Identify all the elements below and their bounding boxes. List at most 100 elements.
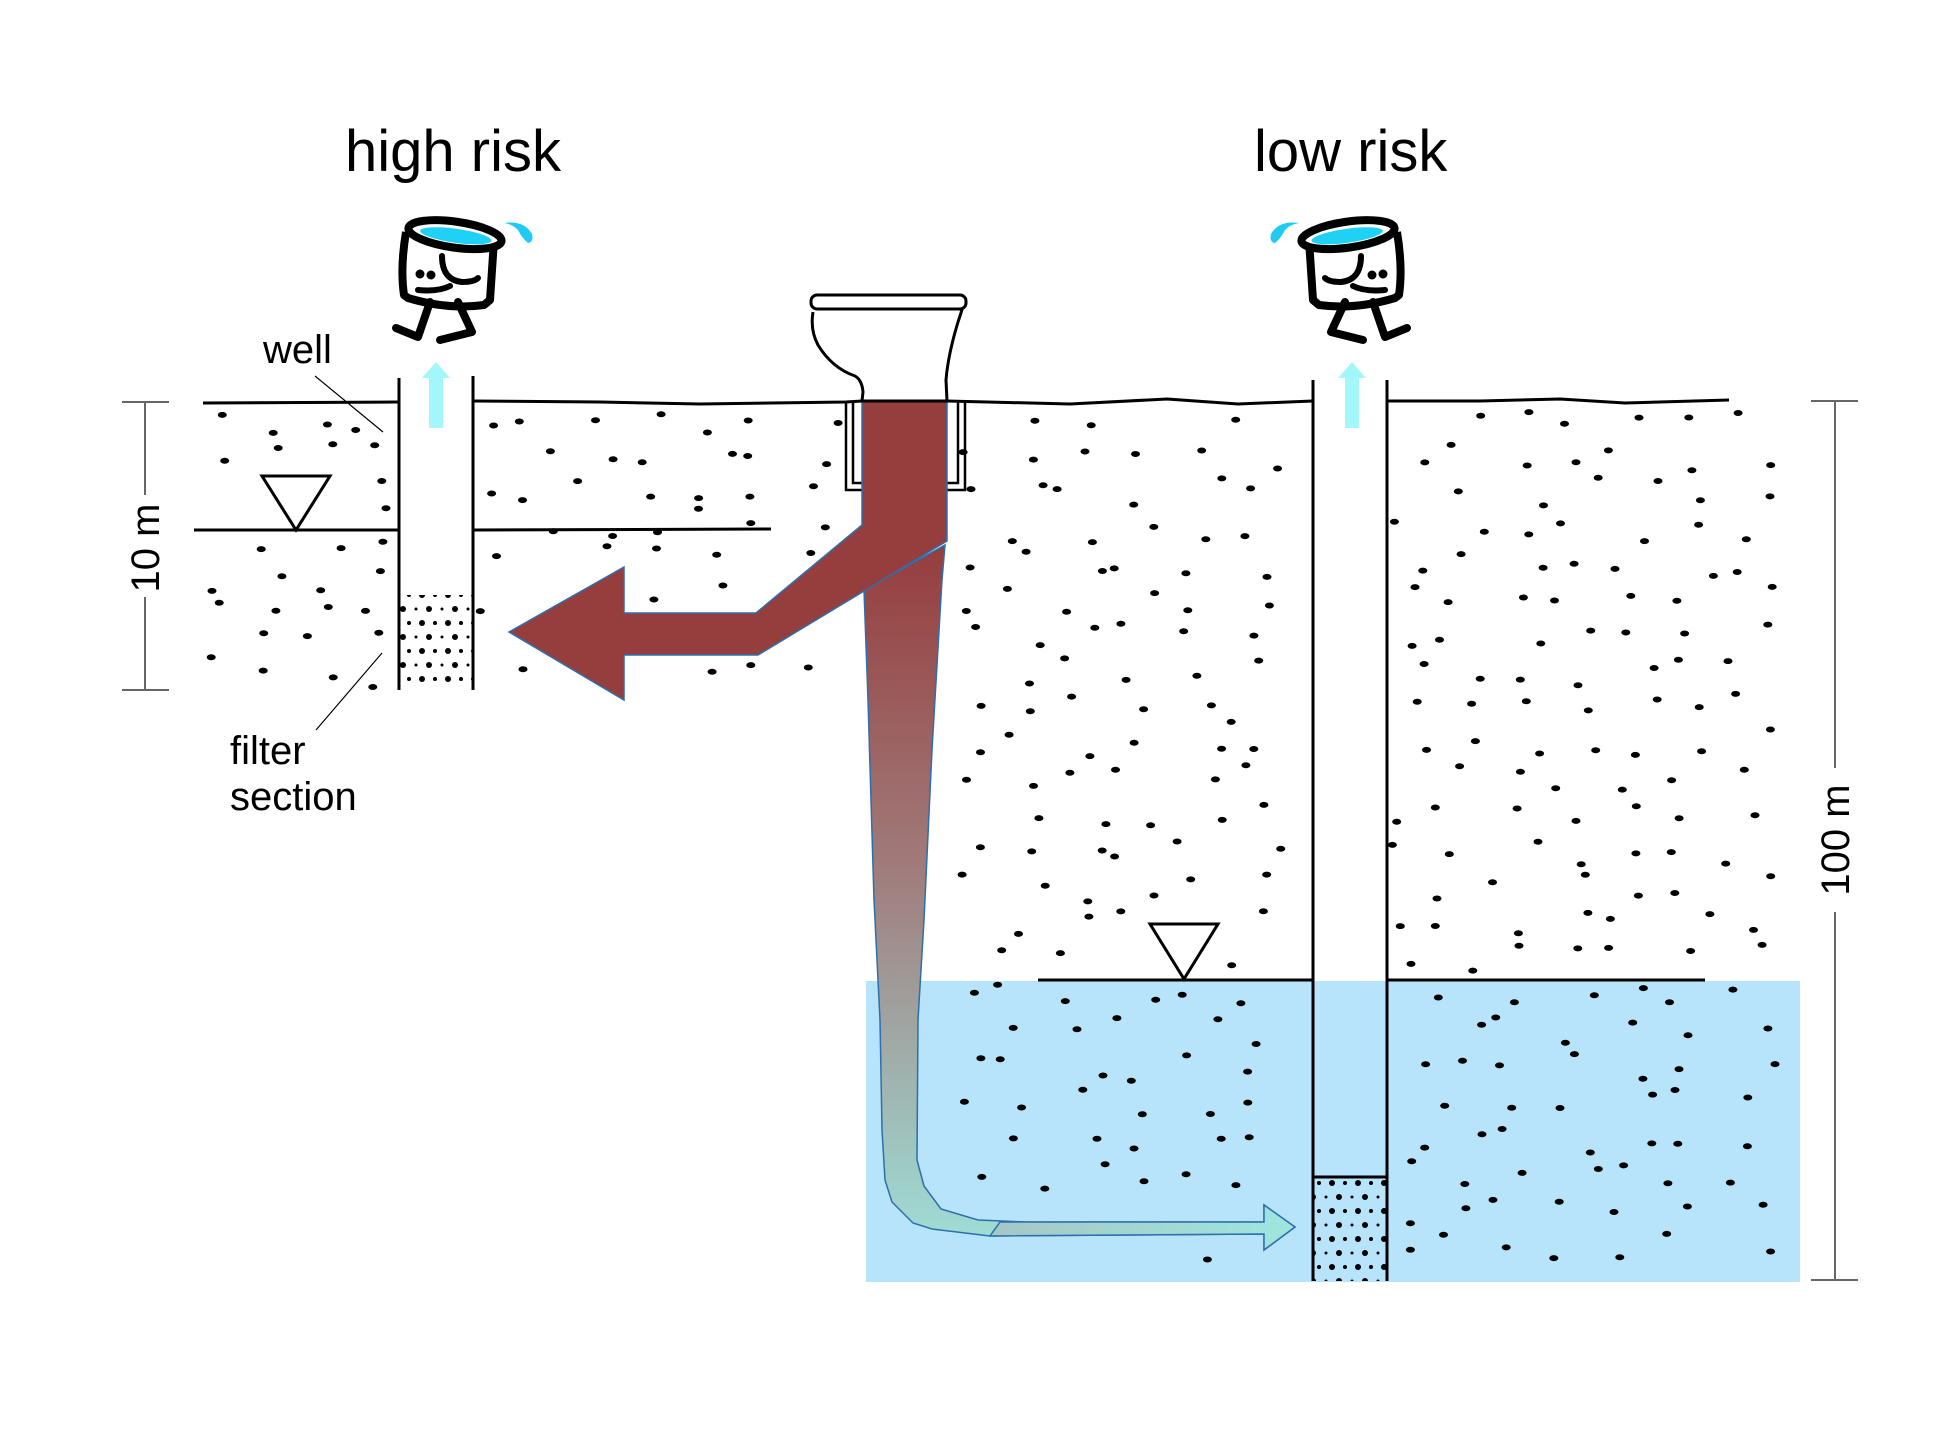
sediment-dot: [1509, 999, 1519, 1006]
sediment-dot: [1488, 1196, 1498, 1203]
sediment-dot: [475, 608, 485, 615]
sediment-dot: [966, 486, 976, 493]
sediment-dot: [1488, 879, 1497, 886]
sediment-dot: [489, 422, 499, 429]
sediment-dot: [1430, 804, 1440, 811]
sediment-dot: [1055, 950, 1065, 957]
sediment-dot: [1539, 502, 1548, 509]
sediment-dot: [1139, 706, 1149, 713]
sediment-dot: [806, 550, 816, 556]
sediment-dot: [1524, 409, 1534, 416]
sediment-dot: [277, 573, 287, 580]
sediment-dot: [1097, 568, 1107, 574]
sediment-dot: [1028, 456, 1038, 463]
sediment-dot: [1183, 607, 1193, 614]
sediment-dot: [1407, 642, 1417, 649]
sediment-dot: [351, 427, 361, 433]
sediment-dot: [1458, 1057, 1467, 1064]
sediment-dot: [1766, 1248, 1776, 1255]
sediment-dot: [1090, 624, 1100, 631]
sediment-dot: [1083, 898, 1093, 905]
sediment-dot: [1732, 569, 1742, 575]
sediment-dot: [1477, 1131, 1487, 1138]
sediment-dot: [1433, 994, 1443, 1001]
sediment-dot: [368, 684, 378, 690]
sediment-dot: [1672, 597, 1682, 604]
sediment-dot: [1652, 696, 1662, 703]
sediment-dot: [1410, 584, 1420, 591]
sediment-dot: [694, 495, 704, 502]
sediment-dot: [1569, 560, 1579, 567]
sediment-dot: [361, 607, 370, 614]
sediment-dot: [1078, 1086, 1088, 1093]
sediment-dot: [1682, 1203, 1692, 1210]
sediment-dot: [1697, 748, 1707, 755]
pump-up-arrow-icon: [1338, 362, 1366, 428]
sediment-dot: [1694, 704, 1704, 711]
water-table-triangle-icon: [1147, 922, 1221, 982]
sediment-dot: [1129, 1145, 1139, 1152]
sediment-dot: [1670, 1087, 1680, 1093]
sediment-dot: [959, 1098, 969, 1105]
sediment-dot: [323, 604, 333, 610]
sediment-dot: [1435, 636, 1444, 643]
sediment-dot: [1111, 766, 1120, 773]
sediment-dot: [1513, 930, 1523, 937]
sediment-dot: [833, 420, 843, 426]
sediment-dot: [1743, 1094, 1753, 1101]
sediment-dot: [1723, 658, 1733, 665]
sediment-dot: [1666, 849, 1676, 856]
sediment-dot: [971, 624, 981, 630]
sediment-dot: [381, 505, 391, 512]
sediment-dot: [1728, 986, 1738, 993]
sediment-dot: [1025, 708, 1035, 715]
sediment-dot: [1571, 459, 1581, 466]
sediment-dot: [1648, 1091, 1658, 1098]
sediment-dot: [492, 553, 501, 560]
sediment-dot: [1008, 1024, 1018, 1031]
ground-surface-left: [202, 400, 399, 405]
sediment-dot: [1742, 1143, 1752, 1150]
sediment-dot: [271, 607, 281, 614]
sediment-dot: [1150, 590, 1160, 597]
sediment-dot: [957, 871, 967, 878]
sediment-dot: [1008, 1135, 1018, 1142]
sediment-dot: [1262, 871, 1272, 878]
sediment-dot: [1177, 991, 1187, 998]
sediment-dot: [743, 417, 753, 424]
sediment-dot: [608, 456, 618, 463]
sediment-dot: [1217, 816, 1227, 823]
sediment-dot: [1615, 1254, 1625, 1261]
sediment-dot: [965, 564, 975, 571]
sediment-dot: [969, 989, 979, 996]
sediment-dot: [1758, 1201, 1768, 1208]
scale-label-10m: 10 m: [124, 504, 168, 593]
sediment-dot: [1571, 817, 1581, 824]
sediment-dot: [656, 411, 666, 418]
sediment-dot: [1684, 414, 1694, 421]
sediment-dot: [1665, 999, 1674, 1006]
sediment-dot: [1750, 812, 1760, 819]
sediment-dot: [1518, 594, 1528, 601]
sediment-dot: [1670, 890, 1680, 896]
toilet-icon: [809, 293, 968, 403]
sediment-dot: [1522, 462, 1532, 469]
sediment-dot: [1262, 573, 1272, 580]
walking-water-bucket-icon: [1270, 216, 1411, 344]
sediment-dot: [1536, 640, 1546, 647]
sediment-dot: [1631, 850, 1641, 857]
sediment-dot: [1126, 1077, 1136, 1084]
sediment-dot: [1460, 1181, 1470, 1187]
sediment-dot: [1551, 785, 1561, 792]
sediment-dot: [1201, 536, 1211, 543]
ground-surface-right: [1387, 397, 1730, 405]
label-filter: filter: [230, 729, 306, 773]
sediment-dot: [961, 608, 971, 614]
sediment-dot: [1040, 882, 1050, 889]
sediment-dot: [1014, 930, 1023, 937]
sediment-dot: [1030, 417, 1040, 424]
sediment-dot: [649, 596, 659, 603]
sediment-dots: [206, 409, 1780, 1263]
ground-surface-right-of-toilet: [946, 397, 1314, 406]
